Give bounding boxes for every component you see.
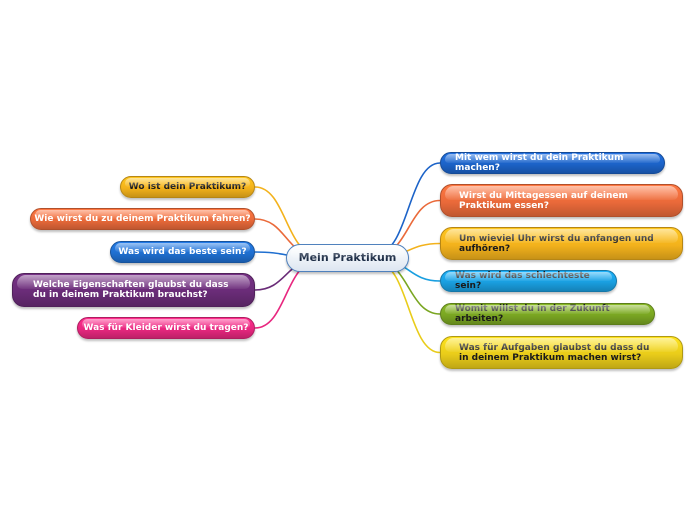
connector-line	[376, 261, 441, 354]
connector-line	[376, 162, 441, 255]
branch-label: Mit wem wirst du dein Praktikum machen?	[455, 153, 624, 173]
branch-welche-eigenschaften[interactable]: Welche Eigenschaften glaubst du dass du …	[12, 273, 255, 307]
branch-was-fuer-kleider[interactable]: Was für Kleider wirst du tragen?	[77, 317, 255, 339]
branch-wie-fahren[interactable]: Wie wirst du zu deinem Praktikum fahren?	[30, 208, 255, 230]
branch-label: Welche Eigenschaften glaubst du dass du …	[33, 280, 229, 300]
branch-label: Wo ist dein Praktikum?	[128, 182, 247, 192]
branch-label: Was für Aufgaben glaubst du dass du in d…	[459, 342, 650, 363]
branch-label: Wie wirst du zu deinem Praktikum fahren?	[34, 214, 251, 224]
branch-womit-arbeiten[interactable]: Womit willst du in der Zukunft arbeiten?	[440, 303, 655, 325]
branch-label: Was wird das schlechteste sein?	[455, 271, 590, 291]
central-topic[interactable]: Mein Praktikum	[286, 244, 409, 272]
branch-was-fuer-aufgaben[interactable]: Was für Aufgaben glaubst du dass du in d…	[440, 336, 683, 369]
branch-mit-wem[interactable]: Mit wem wirst du dein Praktikum machen?	[440, 152, 665, 174]
branch-label: Was für Kleider wirst du tragen?	[83, 323, 249, 333]
branch-label: Um wieviel Uhr wirst du anfangen und auf…	[459, 233, 654, 254]
central-topic-label: Mein Praktikum	[298, 251, 397, 264]
branch-was-wird-das-beste-sein[interactable]: Was wird das beste sein?	[110, 241, 255, 263]
branch-mittagessen[interactable]: Wirst du Mittagessen auf deinem Praktiku…	[440, 184, 683, 217]
branch-was-wird-das-schlechteste-sein[interactable]: Was wird das schlechteste sein?	[440, 270, 617, 292]
branch-label: Womit willst du in der Zukunft arbeiten?	[455, 304, 610, 324]
branch-wo-ist-dein-praktikum[interactable]: Wo ist dein Praktikum?	[120, 176, 255, 198]
branch-label: Was wird das beste sein?	[118, 247, 247, 257]
branch-label: Wirst du Mittagessen auf deinem Praktiku…	[459, 190, 628, 211]
branch-um-wieviel-uhr[interactable]: Um wieviel Uhr wirst du anfangen und auf…	[440, 227, 683, 260]
